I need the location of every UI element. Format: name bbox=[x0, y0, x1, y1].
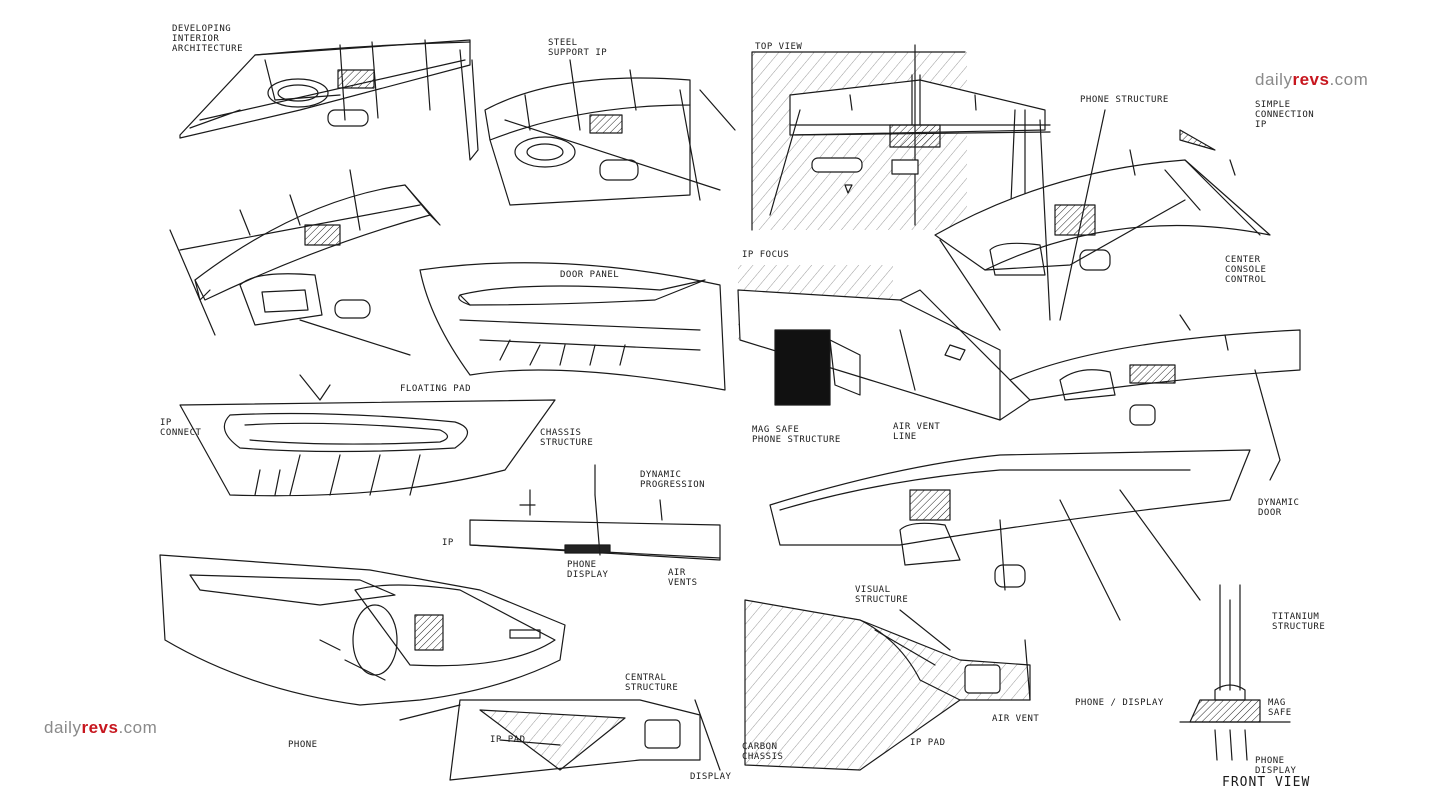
sketch-interior-architecture bbox=[179, 39, 479, 161]
note-developing: DEVELOPING INTERIOR ARCHITECTURE bbox=[172, 24, 244, 54]
watermark-prefix: daily bbox=[44, 718, 82, 737]
note-center-console: CENTER CONSOLE CONTROL bbox=[1225, 255, 1267, 285]
watermark-bottom-left: dailyrevs.com bbox=[44, 718, 157, 738]
sketch-ip-display bbox=[469, 464, 721, 561]
note-carbon-chassis: CARBON CHASSIS bbox=[742, 742, 784, 762]
sketch-cockpit bbox=[159, 554, 566, 706]
note-ip-pad-1: IP PAD bbox=[490, 735, 526, 745]
note-phone-display-2: PHONE DISPLAY bbox=[1255, 756, 1297, 776]
watermark-brand: revs bbox=[1292, 70, 1330, 89]
note-dynamic-door: DYNAMIC DOOR bbox=[1258, 498, 1300, 518]
sketch-dynamic-dashboard bbox=[769, 314, 1301, 621]
note-display: DISPLAY bbox=[690, 772, 732, 782]
note-ip-focus: IP FOCUS bbox=[742, 250, 790, 260]
note-phone: PHONE bbox=[288, 740, 318, 750]
note-floating-pad: FLOATING PAD bbox=[400, 384, 472, 394]
note-visual-structure: VISUAL STRUCTURE bbox=[855, 585, 909, 605]
note-central-structure: CENTRAL STRUCTURE bbox=[625, 673, 679, 693]
note-phone-slash-display: PHONE / DISPLAY bbox=[1075, 698, 1164, 708]
note-simple-connection: SIMPLE CONNECTION IP bbox=[1255, 100, 1315, 130]
sketch-ip-focus bbox=[737, 265, 1031, 421]
note-ip: IP bbox=[442, 538, 454, 548]
watermark-suffix: .com bbox=[118, 718, 158, 737]
note-phone-display: PHONE DISPLAY bbox=[567, 560, 609, 580]
sketch-front-view bbox=[1179, 584, 1291, 761]
sketch-ip-wing bbox=[169, 169, 441, 356]
note-phone-structure: PHONE STRUCTURE bbox=[1080, 95, 1169, 105]
sketch-carbon-chassis bbox=[744, 599, 1031, 771]
watermark-top-right: dailyrevs.com bbox=[1255, 70, 1368, 90]
note-front-view: FRONT VIEW bbox=[1222, 775, 1311, 790]
watermark-prefix: daily bbox=[1255, 70, 1293, 89]
sketch-door-panel bbox=[419, 262, 726, 391]
note-air-vent-line: AIR VENT LINE bbox=[893, 422, 941, 442]
sketch-central-structure bbox=[399, 699, 721, 781]
sketch-steel-support bbox=[484, 59, 736, 206]
note-dynamic-progression: DYNAMIC PROGRESSION bbox=[640, 470, 706, 490]
note-mag-safe-phone: MAG SAFE PHONE STRUCTURE bbox=[752, 425, 841, 445]
note-door-panel: DOOR PANEL bbox=[560, 270, 620, 280]
note-air-vents: AIR VENTS bbox=[668, 568, 698, 588]
sketch-phone-structure bbox=[934, 109, 1271, 331]
sketch-top-view bbox=[751, 44, 1051, 231]
sketch-floating-pad bbox=[179, 374, 556, 497]
note-steel-support: STEEL SUPPORT IP bbox=[548, 38, 608, 58]
watermark-brand: revs bbox=[81, 718, 119, 737]
note-ip-connect: IP CONNECT bbox=[160, 418, 202, 438]
note-top-view: TOP VIEW bbox=[755, 42, 803, 52]
note-chassis-structure: CHASSIS STRUCTURE bbox=[540, 428, 594, 448]
note-mag-safe: MAG SAFE bbox=[1268, 698, 1292, 718]
note-ip-pad-2: IP PAD bbox=[910, 738, 946, 748]
note-titanium-structure: TITANIUM STRUCTURE bbox=[1272, 612, 1326, 632]
watermark-suffix: .com bbox=[1329, 70, 1369, 89]
note-air-vent: AIR VENT bbox=[992, 714, 1040, 724]
